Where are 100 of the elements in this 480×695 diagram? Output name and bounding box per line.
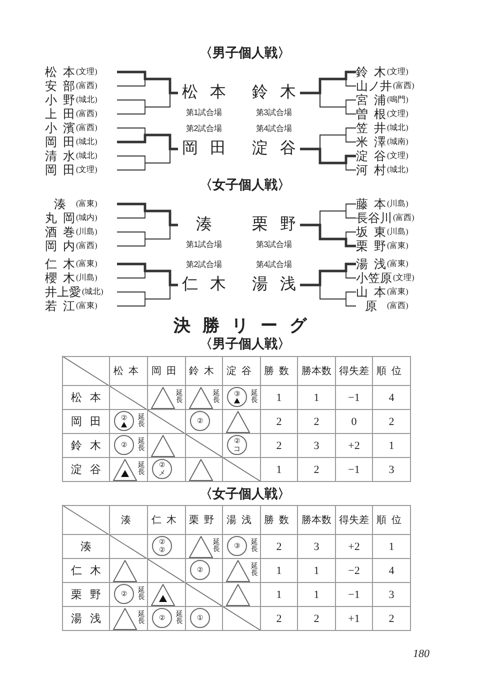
bracket-line [117, 134, 178, 150]
winner-name: 仁木 [181, 275, 227, 295]
column-header: 勝本数 [302, 366, 332, 377]
bracket-line [117, 262, 178, 286]
player-name: 米澤 [356, 135, 386, 149]
venue-label: 第2試合場 [184, 259, 224, 270]
school-name: (富西) [76, 80, 98, 92]
school-name: (城北) [82, 286, 104, 298]
bracket-line [300, 224, 356, 248]
venue-label: 第2試合場 [184, 123, 224, 134]
page-number: 180 [413, 648, 430, 660]
player-name: 安部 [45, 79, 75, 93]
school-name: (富西) [387, 300, 408, 312]
player-name: 湯浅 [356, 257, 386, 271]
player-name: 松本 [45, 65, 75, 79]
player-name: 岡内 [45, 239, 75, 253]
school-name: (文理) [387, 66, 408, 78]
table-value: −1 [348, 464, 360, 476]
section-heading: 〈女子個人戦〉 [200, 177, 290, 194]
table-value: 1 [276, 564, 282, 576]
school-name: (文理) [76, 164, 98, 176]
column-header: 松本 [114, 366, 144, 377]
bracket-line [300, 262, 356, 286]
school-name: (川島) [76, 272, 98, 284]
player-name: 酒巻 [45, 225, 75, 239]
table-value: 2 [314, 612, 320, 624]
player-name: 岡田 [45, 135, 75, 149]
player-name: 湊 [53, 197, 67, 211]
table-value: 2 [388, 416, 394, 428]
venue-label: 第1試合場 [184, 107, 224, 118]
table-value: +1 [348, 612, 360, 624]
row-header: 岡田 [71, 415, 101, 429]
school-name: (城北) [387, 122, 408, 134]
venue-label: 第4試合場 [254, 259, 294, 270]
player-name: 長谷川 [356, 211, 392, 225]
winner-name: 淀谷 [251, 139, 297, 159]
column-header: 順位 [376, 515, 406, 526]
bracket-line [300, 148, 356, 164]
player-name: 上田 [45, 107, 75, 121]
section-heading: 〈女子個人戦〉 [200, 486, 290, 503]
row-header: 湊 [80, 540, 92, 554]
column-header: 栗野 [189, 515, 219, 526]
school-name: (城北) [76, 136, 98, 148]
row-header: 湯浅 [71, 612, 101, 626]
column-header: 湊 [121, 515, 136, 526]
column-header: 得失差 [339, 515, 369, 526]
winner-name: 鈴木 [251, 83, 297, 103]
player-name: 原 [364, 299, 378, 313]
bracket-line [117, 202, 178, 226]
row-header: 松本 [71, 391, 101, 405]
winner-name: 岡田 [181, 139, 227, 159]
bracket-line [300, 70, 356, 94]
table-value: 2 [314, 464, 320, 476]
column-header: 岡田 [152, 366, 182, 377]
table-value: −1 [348, 588, 360, 600]
table-value: 2 [276, 612, 282, 624]
school-name: (城南) [387, 136, 408, 148]
table-value: −1 [348, 392, 360, 404]
venue-label: 第3試合場 [254, 239, 294, 250]
table-value: 1 [276, 588, 282, 600]
school-name: (文理) [387, 150, 408, 162]
column-header: 順位 [376, 366, 406, 377]
school-name: (富西) [393, 80, 414, 92]
table-value: 1 [276, 392, 282, 404]
column-header: 勝数 [264, 515, 294, 526]
school-name: (富西) [76, 240, 98, 252]
player-name: 仁木 [45, 257, 75, 271]
table-value: 2 [314, 416, 320, 428]
venue-label: 第4試合場 [254, 123, 294, 134]
player-name: 河村 [356, 163, 386, 177]
school-name: (川島) [387, 198, 408, 210]
row-header: 鈴木 [71, 439, 101, 453]
player-name: 笠井 [356, 121, 386, 135]
school-name: (城北) [387, 164, 408, 176]
winner-name: 栗野 [251, 215, 297, 235]
section-heading: 〈男子個人戦〉 [200, 45, 290, 62]
player-name: 曽根 [356, 107, 386, 121]
school-name: (川島) [76, 226, 98, 238]
table-value: 1 [314, 564, 320, 576]
table-value: 1 [314, 392, 320, 404]
school-name: (文理) [393, 272, 414, 284]
row-header: 栗野 [71, 588, 101, 602]
table-value: 0 [351, 416, 357, 428]
player-name: 若江 [45, 299, 75, 313]
column-header: 勝数 [264, 366, 294, 377]
player-name: 清水 [45, 149, 75, 163]
bracket-line [117, 70, 178, 94]
winner-name: 湊 [195, 215, 213, 235]
player-name: 坂東 [356, 225, 386, 239]
table-value: 2 [388, 612, 394, 624]
player-name: 櫻木 [45, 271, 75, 285]
table-value: 3 [388, 588, 394, 600]
school-name: (富西) [76, 122, 98, 134]
player-name: 山本 [356, 285, 386, 299]
column-header: 勝本数 [302, 515, 332, 526]
player-name: 岡田 [45, 163, 75, 177]
school-name: (富西) [393, 212, 414, 224]
player-name: 藤本 [356, 197, 386, 211]
school-name: (富東) [76, 300, 98, 312]
column-header: 仁木 [152, 515, 182, 526]
